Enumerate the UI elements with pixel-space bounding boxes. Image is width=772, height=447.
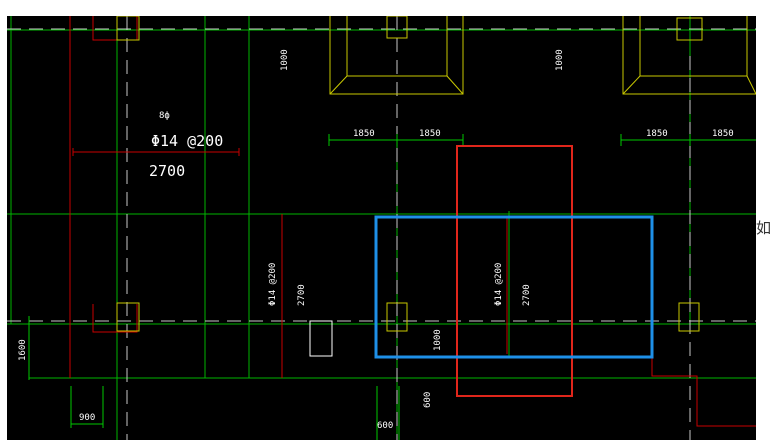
grid-lines	[7, 16, 756, 440]
dim-1600-label: 1600	[18, 339, 28, 361]
highlight-blue-box	[374, 215, 654, 359]
side-note-text: 如	[756, 219, 772, 237]
cad-drawing-svg: 8ф Φ14 @200 2700 1000 1000 1850 1850 185…	[7, 16, 756, 440]
vert-2700-label: 2700	[297, 284, 307, 306]
span-2700-label: 2700	[149, 162, 185, 180]
rebar-span-line	[72, 148, 508, 354]
dim-1850-d: 1850	[712, 129, 734, 139]
dim-1000-bottom: 1000	[433, 329, 443, 351]
member-outlines	[69, 16, 756, 427]
vert-rebar-label-2: Φ14 @200	[494, 263, 504, 306]
dim-900-label: 900	[79, 413, 95, 423]
opening-rect	[309, 320, 333, 357]
vert-rebar-label: Φ14 @200	[268, 263, 278, 306]
vert-2700-label-2: 2700	[522, 284, 532, 306]
cad-drawing-canvas[interactable]: 8ф Φ14 @200 2700 1000 1000 1850 1850 185…	[7, 16, 756, 440]
dim-1000-left: 1000	[280, 49, 290, 71]
axis-lines	[7, 16, 756, 440]
dim-600-label: 600	[377, 421, 393, 431]
highlight-red-box	[456, 145, 573, 397]
dim-1850-c: 1850	[646, 129, 668, 139]
dim-600-vertical: 600	[423, 392, 433, 408]
dimension-lines	[28, 134, 756, 440]
dim-1000-right: 1000	[555, 49, 565, 71]
dim-1850-b: 1850	[419, 129, 441, 139]
column-caps	[116, 16, 756, 332]
rebar-mark-label: Φ14 @200	[151, 132, 223, 150]
dim-1850-a: 1850	[353, 129, 375, 139]
small-mark-label: 8ф	[159, 111, 170, 121]
